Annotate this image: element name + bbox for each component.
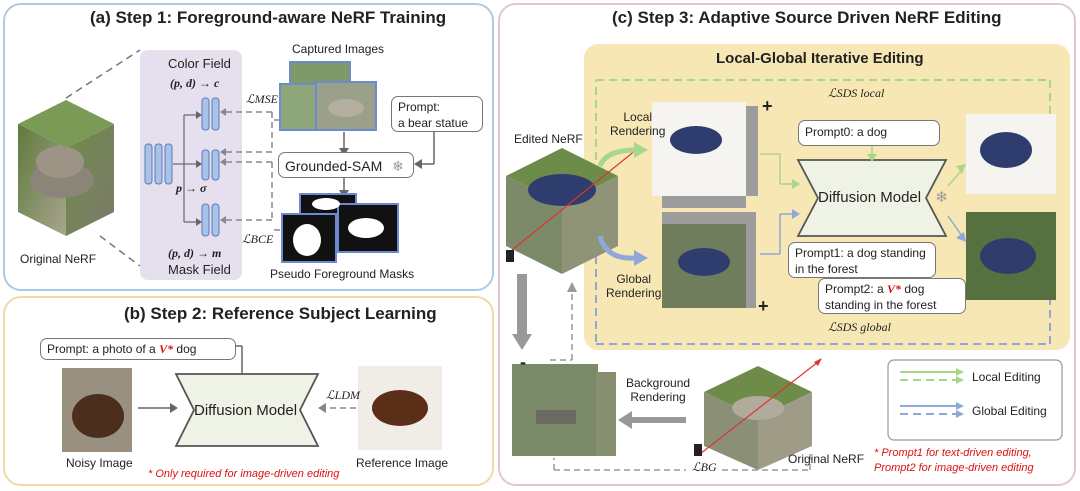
prompt-bear-statue: Prompt: a bear statue	[391, 96, 483, 132]
prompt0-text: Prompt0: a dog	[805, 125, 888, 139]
step3-diagram	[506, 79, 1063, 471]
loss-mse: ℒMSE	[246, 92, 278, 106]
prompt-v-token: V*	[159, 342, 174, 356]
prompt-v-prefix: Prompt: a photo of a	[47, 342, 160, 356]
loss-bg: ℒBG	[692, 460, 717, 474]
step1-title: (a) Step 1: Foreground-aware NeRF Traini…	[90, 8, 447, 27]
minus-label: -	[520, 352, 526, 372]
noisy-image-label: Noisy Image	[66, 456, 133, 470]
prompt-bear-text: Prompt: a bear statue	[398, 100, 469, 130]
edited-nerf-label: Edited NeRF	[514, 132, 583, 146]
prompt2-suffix: dog standing in the forest	[825, 282, 937, 312]
color-formula: (p, d) → c	[170, 76, 220, 90]
panel-step2	[3, 296, 494, 486]
local-rendering-label: Local Rendering	[610, 110, 666, 138]
plus-local: +	[762, 96, 773, 116]
sds-global-label: ℒSDS global	[828, 320, 891, 334]
original-nerf-cube	[18, 49, 435, 280]
pseudo-masks-label: Pseudo Foreground Masks	[270, 267, 415, 281]
prompt1-box: Prompt1: a dog standing in the forest	[788, 242, 936, 278]
step2-title: (b) Step 2: Reference Subject Learning	[124, 304, 437, 323]
prompt-v-suffix: dog	[173, 342, 197, 356]
panel-step1	[3, 3, 494, 291]
lgi-title: Local-Global Iterative Editing	[716, 50, 924, 67]
grounded-sam-label: Grounded-SAM	[285, 158, 383, 174]
mask-field-label: Mask Field	[168, 262, 231, 277]
prompt2-box: Prompt2: a V* dog standing in the forest	[818, 278, 966, 314]
step3-title: (c) Step 3: Adaptive Source Driven NeRF …	[612, 8, 1002, 27]
legend-local-label: Local Editing	[972, 370, 1041, 384]
background-rendering-label: Background Rendering	[626, 376, 691, 404]
step3-footnote: * Prompt1 for text-driven editing, Promp…	[874, 447, 1034, 474]
snowflake-icon: ❄	[392, 158, 404, 174]
mask-formula: (p, d) → m	[168, 246, 222, 260]
captured-images-label: Captured Images	[292, 42, 385, 56]
original-nerf-label-c: Original NeRF	[788, 452, 865, 466]
prompt1-text: Prompt1: a dog standing in the forest	[795, 246, 926, 276]
sds-local-label: ℒSDS local	[828, 86, 885, 100]
prompt2-token: V*	[887, 282, 902, 296]
prompt0-box: Prompt0: a dog	[798, 120, 940, 146]
prompt2-prefix: Prompt2: a	[825, 282, 888, 296]
plus-global: +	[758, 296, 769, 316]
diffusion-model-b-label: Diffusion Model	[194, 402, 298, 419]
prompt-v-dog: Prompt: a photo of a V* dog	[40, 338, 236, 360]
diffusion-model-c-label: Diffusion Model ❄	[818, 188, 948, 206]
snowflake-icon-c: ❄	[935, 189, 948, 206]
step2-diagram	[62, 345, 442, 452]
image-driven-note: * Only required for image-driven editing	[148, 468, 340, 480]
grounded-sam-box: Grounded-SAM ❄	[278, 152, 414, 178]
global-rendering-label: Global Rendering	[606, 272, 662, 300]
color-field-label: Color Field	[168, 56, 231, 71]
original-nerf-label-a: Original NeRF	[20, 252, 97, 266]
loss-bce: ℒBCE	[242, 232, 274, 246]
loss-ldm: ℒLDM	[326, 388, 360, 402]
sigma-formula: p → σ	[176, 181, 207, 195]
reference-image-label: Reference Image	[356, 456, 449, 470]
panel-step3	[498, 3, 1076, 486]
legend-global-label: Global Editing	[972, 404, 1047, 418]
diffusion-model-c-text: Diffusion Model	[818, 189, 922, 206]
